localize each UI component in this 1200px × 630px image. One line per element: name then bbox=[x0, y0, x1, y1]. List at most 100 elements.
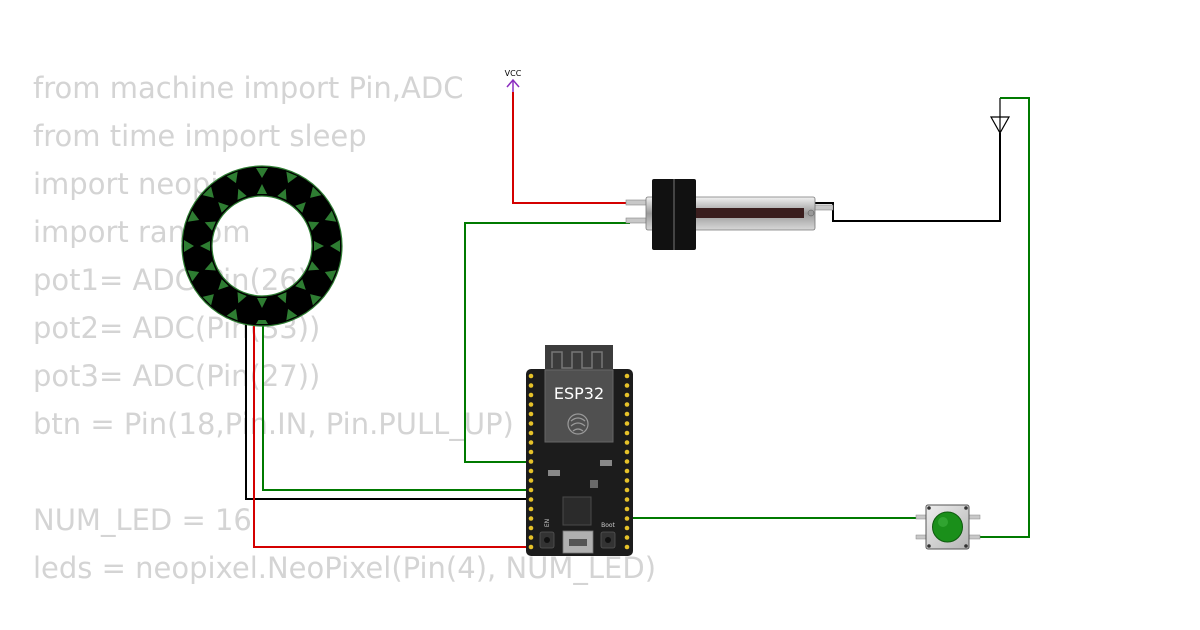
boot-label: Boot bbox=[601, 522, 615, 529]
ring-inner-edge bbox=[211, 195, 313, 297]
header-pin[interactable] bbox=[528, 516, 534, 521]
en-label: EN bbox=[544, 519, 551, 527]
vcc-symbol[interactable]: VCC bbox=[505, 69, 522, 92]
header-pin[interactable] bbox=[624, 392, 630, 398]
header-pin[interactable] bbox=[624, 383, 630, 388]
button-cap-highlight bbox=[938, 517, 948, 527]
code-line: pot3= ADC(Pin(27)) bbox=[33, 359, 321, 393]
header-pin[interactable] bbox=[528, 402, 534, 407]
wire-ring-gnd[interactable] bbox=[245, 320, 530, 500]
header-pin[interactable] bbox=[528, 392, 534, 398]
header-pin[interactable] bbox=[528, 497, 534, 502]
wire-pot-gnd[interactable] bbox=[815, 133, 1001, 222]
ring-led bbox=[314, 240, 340, 252]
en-button-cap bbox=[544, 537, 550, 543]
header-pin[interactable] bbox=[624, 430, 630, 436]
header-pin[interactable] bbox=[528, 383, 534, 388]
code-line: NUM_LED = 16 bbox=[33, 503, 252, 537]
ring-outer-edge bbox=[181, 165, 343, 327]
header-pin[interactable] bbox=[528, 440, 534, 445]
usb-opening bbox=[569, 539, 587, 546]
header-pin[interactable] bbox=[528, 373, 534, 379]
wire-button-gnd[interactable] bbox=[980, 97, 1030, 538]
header-pin[interactable] bbox=[624, 506, 630, 512]
ring-led bbox=[295, 279, 322, 306]
esp32-left-header bbox=[528, 373, 534, 550]
header-pin[interactable] bbox=[528, 459, 534, 464]
vcc-label: VCC bbox=[505, 69, 522, 78]
header-pin[interactable] bbox=[624, 535, 630, 540]
button-corner bbox=[964, 544, 968, 548]
code-line: btn = Pin(18,Pin.IN, Pin.PULL_UP) bbox=[33, 407, 514, 441]
header-pin[interactable] bbox=[624, 411, 630, 417]
button-corner bbox=[927, 506, 931, 510]
pot-pin-signal bbox=[625, 217, 647, 224]
button-leg bbox=[967, 514, 981, 520]
header-pin[interactable] bbox=[624, 525, 630, 531]
ring-led bbox=[202, 186, 229, 213]
pot-screw bbox=[807, 209, 815, 217]
usb-uart-chip bbox=[562, 496, 592, 526]
header-pin[interactable] bbox=[624, 468, 630, 474]
button-corner bbox=[964, 506, 968, 510]
ring-led bbox=[184, 240, 210, 252]
wire-ring-vcc[interactable] bbox=[253, 320, 530, 548]
pot-pin-gnd bbox=[814, 204, 834, 211]
header-pin[interactable] bbox=[624, 421, 630, 426]
antenna-trace bbox=[551, 351, 603, 369]
wires bbox=[245, 92, 1030, 548]
button-corner bbox=[927, 544, 931, 548]
wire-pot-signal[interactable] bbox=[464, 222, 630, 463]
header-pin[interactable] bbox=[624, 516, 630, 521]
esp32-board[interactable]: ESP32 EN Boot bbox=[526, 345, 633, 556]
header-pin[interactable] bbox=[528, 468, 534, 474]
header-pin[interactable] bbox=[624, 544, 630, 550]
header-pin[interactable] bbox=[624, 497, 630, 502]
ring-led bbox=[308, 261, 337, 282]
boot-button-cap bbox=[605, 537, 611, 543]
header-pin[interactable] bbox=[528, 487, 534, 493]
header-pin[interactable] bbox=[624, 459, 630, 464]
espressif-logo-icon bbox=[567, 413, 589, 435]
ring-led bbox=[308, 210, 337, 231]
header-pin[interactable] bbox=[624, 449, 630, 455]
header-pin[interactable] bbox=[624, 440, 630, 445]
ground-symbol[interactable] bbox=[989, 98, 1011, 135]
header-pin[interactable] bbox=[528, 421, 534, 426]
ring-led bbox=[295, 186, 322, 213]
header-pin[interactable] bbox=[624, 478, 630, 483]
code-line: from time import sleep bbox=[33, 119, 367, 153]
header-pin[interactable] bbox=[528, 506, 534, 512]
header-pin[interactable] bbox=[528, 430, 534, 436]
ring-led bbox=[277, 171, 298, 200]
header-pin[interactable] bbox=[528, 535, 534, 540]
pot-track bbox=[654, 208, 804, 218]
smd-component bbox=[590, 480, 598, 488]
button-leg bbox=[915, 514, 927, 520]
code-line: pot2= ADC(Pin(33)) bbox=[33, 311, 321, 345]
button-leg bbox=[967, 534, 981, 540]
neopixel-ring[interactable] bbox=[181, 165, 343, 327]
header-pin[interactable] bbox=[528, 411, 534, 417]
header-pin[interactable] bbox=[624, 373, 630, 379]
wire-ring-data[interactable] bbox=[262, 320, 630, 491]
wire-vcc-pot[interactable] bbox=[512, 92, 630, 204]
ring-led bbox=[202, 279, 229, 306]
header-pin[interactable] bbox=[624, 487, 630, 493]
header-pin[interactable] bbox=[528, 525, 534, 531]
button-leg bbox=[915, 534, 927, 540]
header-pin[interactable] bbox=[624, 402, 630, 407]
ring-led bbox=[187, 261, 216, 282]
ring-led bbox=[226, 171, 247, 200]
header-pin[interactable] bbox=[528, 478, 534, 483]
ring-led bbox=[256, 168, 268, 194]
button-cap[interactable] bbox=[932, 511, 963, 543]
esp32-right-header bbox=[624, 373, 630, 550]
pushbutton[interactable] bbox=[915, 504, 981, 550]
slide-potentiometer[interactable] bbox=[625, 179, 834, 250]
ring-leds bbox=[184, 168, 340, 324]
header-pin[interactable] bbox=[528, 544, 534, 550]
header-pin[interactable] bbox=[528, 449, 534, 455]
ring-connector bbox=[243, 312, 267, 320]
